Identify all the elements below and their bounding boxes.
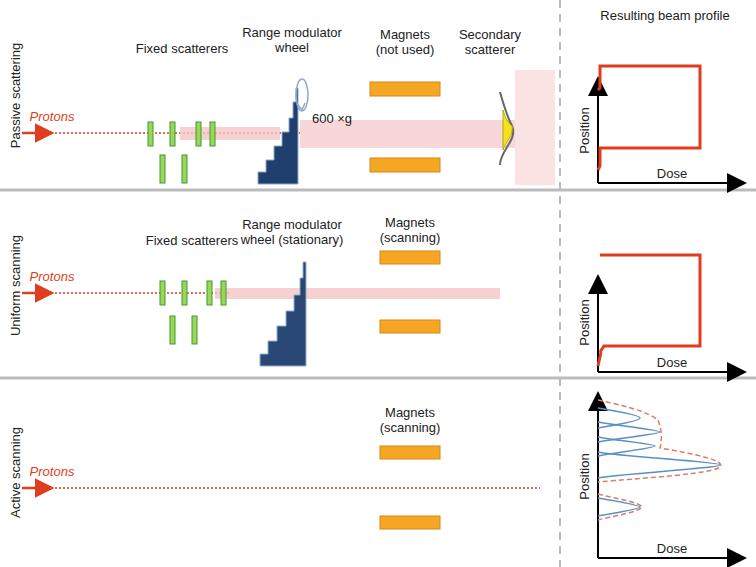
part-label: Magnets (not used) bbox=[370, 27, 440, 57]
axis-label: Position bbox=[577, 453, 592, 499]
part-label: Fixed scatterers bbox=[146, 233, 238, 248]
panel-title: Active scanning bbox=[9, 426, 24, 517]
part-label: Range modulator wheel (stationary) bbox=[232, 217, 352, 247]
separator bbox=[0, 377, 756, 380]
axis-label: Dose bbox=[657, 541, 687, 556]
beam-label: Protons bbox=[30, 464, 75, 479]
part-label: Fixed scatterers bbox=[136, 41, 228, 56]
part-label: Range modulator wheel bbox=[237, 25, 347, 55]
speed-label: 600 ×g bbox=[312, 111, 352, 126]
axis-label: Position bbox=[577, 107, 592, 153]
axis-label: Dose bbox=[657, 355, 687, 370]
beam-label: Protons bbox=[30, 269, 75, 284]
separator bbox=[0, 189, 756, 192]
separator bbox=[559, 0, 561, 567]
panel-title: Passive scattering bbox=[9, 42, 24, 148]
header-label: Resulting beam profile bbox=[600, 8, 729, 23]
part-label: Magnets (scanning) bbox=[375, 405, 445, 435]
part-label: Magnets (scanning) bbox=[375, 215, 445, 245]
beam-label: Protons bbox=[30, 109, 75, 124]
part-label: Secondary scatterer bbox=[450, 27, 530, 57]
panel-title: Uniform scanning bbox=[9, 234, 24, 335]
axis-label: Dose bbox=[657, 166, 687, 181]
axis-label: Position bbox=[577, 299, 592, 345]
